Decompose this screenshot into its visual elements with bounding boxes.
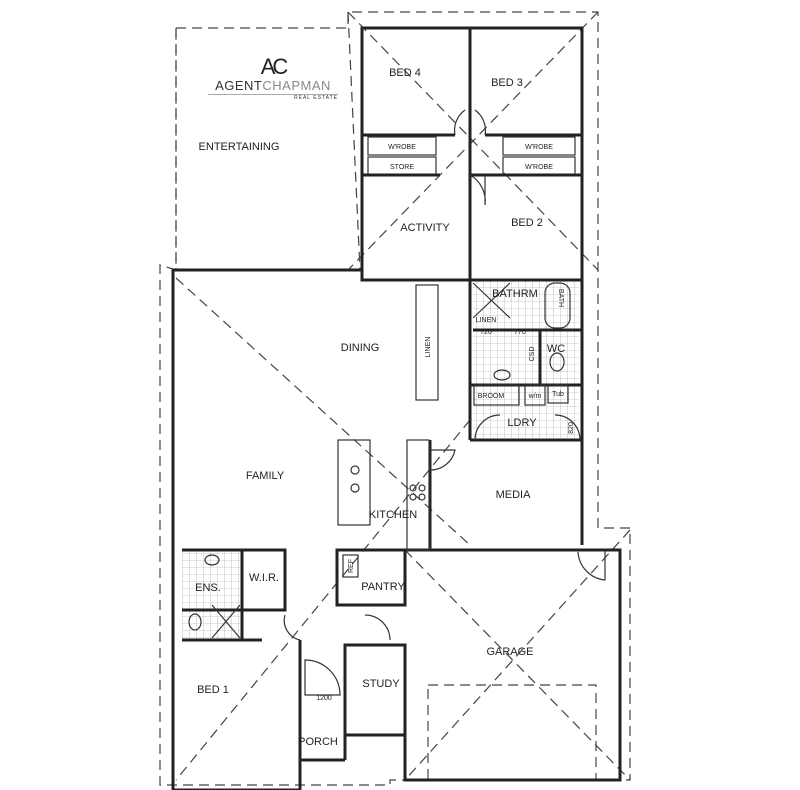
room-label-ldry: LDRY [507,417,537,429]
logo-subtitle: REAL ESTATE [208,94,338,101]
toilet-icon [188,613,202,631]
room-label-ens: ENS. [195,582,221,594]
room-label-study: STUDY [362,678,400,690]
room-label-media: MEDIA [496,489,532,501]
sink-icon [350,483,360,493]
room-label-linen: LINEN [425,337,432,358]
room-label-porch: PORCH [298,736,338,748]
wet-area-tiles [473,280,579,438]
room-label-kitchen: KITCHEN [369,509,417,521]
basin-icon [204,554,220,566]
room-label-bed3: BED 3 [491,77,523,89]
room-label-bed2: BED 2 [511,217,543,229]
toilet-icon [549,352,565,372]
logo-mark: AC [260,54,289,79]
dimension-820: 820 [568,422,575,434]
room-label-linen: LINEN [476,317,497,324]
sink-icon [350,465,360,475]
room-label-wrobe: W'ROBE [525,164,553,171]
room-label-wrobe: W'ROBE [388,144,416,151]
fixtures [188,282,565,639]
room-label-dining: DINING [341,342,380,354]
room-label-wrobe: W'ROBE [525,144,553,151]
label-tub: Tub [552,391,564,398]
label-ref: REF [348,559,355,573]
walls [171,26,622,790]
logo-name-b: CHAPMAN [262,78,331,93]
dimension-720: 720 [480,329,492,336]
room-label-bath: BATH [557,289,564,307]
label-wm: w/m [528,393,542,400]
label-broom: BROOM [478,393,505,400]
label-csd: CSD [529,347,536,362]
room-label-bed1: BED 1 [197,684,229,696]
agent-chapman-logo: AC AGENTCHAPMAN REAL ESTATE [208,56,338,101]
dimension-770: 770 [514,329,526,336]
shower-icon [211,604,241,639]
room-label-bathrm: BATHRM [492,288,538,300]
room-label-family: FAMILY [246,470,285,482]
dimension-1200: 1200 [316,695,332,702]
room-label-pantry: PANTRY [361,581,405,593]
room-label-bed4: BED 4 [389,67,421,79]
shower-icon [472,282,511,319]
room-label-wc: WC [547,343,565,355]
room-label-wir: W.I.R. [249,572,279,584]
logo-name: AGENTCHAPMAN [208,78,338,93]
basin-icon [493,369,511,381]
logo-name-a: AGENT [215,78,263,93]
room-label-store: STORE [390,164,414,171]
cooktop-icon [409,484,426,501]
ensuite-tiles [182,552,242,640]
roof-outline [159,11,631,786]
room-label-activity: ACTIVITY [400,222,450,234]
room-label-entertaining: ENTERTAINING [199,141,280,153]
room-label-garage: GARAGE [486,646,533,658]
